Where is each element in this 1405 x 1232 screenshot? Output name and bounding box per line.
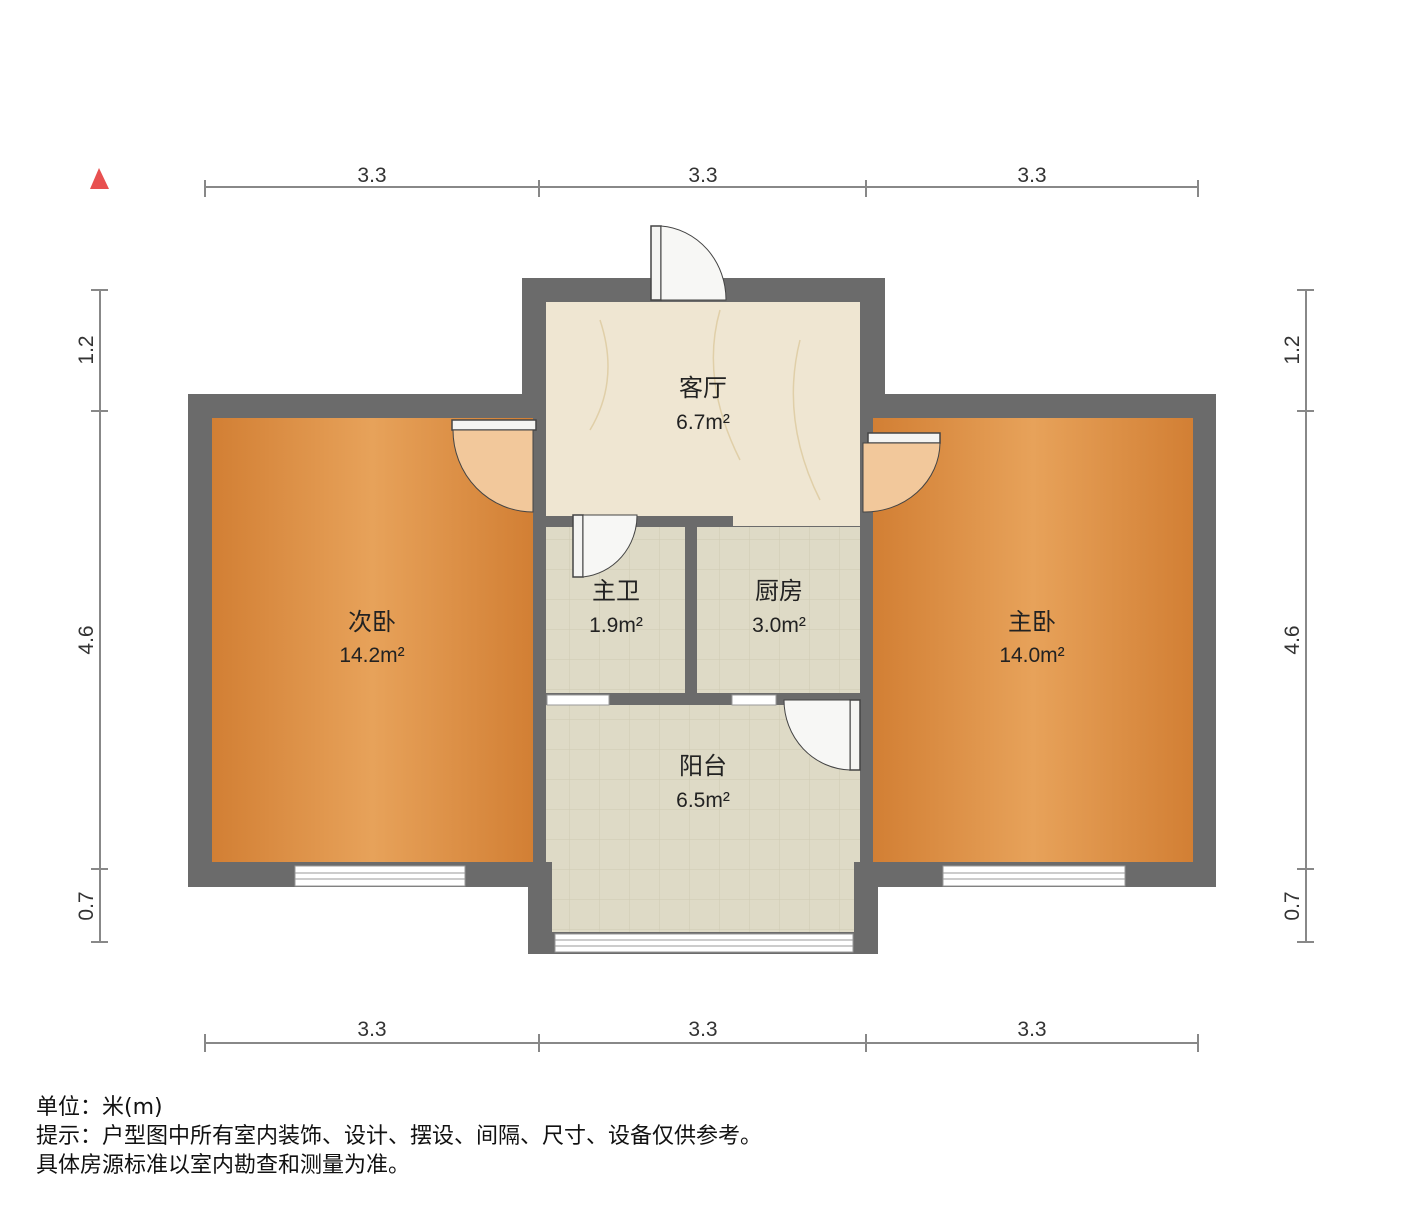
doors — [451, 225, 941, 771]
bathroom-name: 主卫 — [592, 577, 640, 605]
top-dimension-2: 3.3 — [688, 164, 717, 187]
kitchen-floor — [697, 527, 860, 693]
bottom-dimension-1: 3.3 — [357, 1018, 386, 1041]
notes: 单位：米(m) 提示：户型图中所有室内装饰、设计、摆设、间隔、尺寸、设备仅供参考… — [36, 1093, 762, 1180]
disclaimer-note: 具体房源标准以室内勘查和测量为准。 — [36, 1153, 411, 1178]
master-bedroom-floor — [873, 418, 1193, 862]
windows — [294, 694, 1126, 953]
left-dimension-3: 0.7 — [75, 891, 98, 920]
master-bedroom-name: 主卧 — [1008, 608, 1056, 636]
living-room-area: 6.7m² — [676, 411, 730, 434]
bottom-dimension-3: 3.3 — [1017, 1018, 1046, 1041]
right-dimension-1: 1.2 — [1281, 335, 1304, 364]
bathroom-area: 1.9m² — [589, 614, 643, 637]
top-dimension-3: 3.3 — [1017, 164, 1046, 187]
kitchen-area: 3.0m² — [752, 614, 806, 637]
second-bedroom-floor — [212, 418, 533, 862]
kitchen-name: 厨房 — [755, 577, 803, 605]
top-dimension-1: 3.3 — [357, 164, 386, 187]
dimension-lines — [91, 180, 1314, 1052]
living-room-name: 客厅 — [679, 374, 727, 402]
left-dimension-2: 4.6 — [75, 625, 98, 654]
hint-note: 提示：户型图中所有室内装饰、设计、摆设、间隔、尺寸、设备仅供参考。 — [36, 1124, 763, 1149]
bottom-dimension-2: 3.3 — [688, 1018, 717, 1041]
north-arrow-icon — [90, 168, 109, 189]
second-bedroom-area: 14.2m² — [339, 644, 404, 667]
living-room-floor — [546, 302, 860, 516]
balcony-name: 阳台 — [679, 752, 727, 780]
second-bedroom-name: 次卧 — [348, 608, 396, 636]
left-dimension-1: 1.2 — [75, 335, 98, 364]
right-dimension-2: 4.6 — [1281, 625, 1304, 654]
unit-note: 单位：米(m) — [36, 1095, 163, 1120]
balcony-extension-floor — [552, 862, 854, 932]
right-dimension-3: 0.7 — [1281, 891, 1304, 920]
master-bedroom-area: 14.0m² — [999, 644, 1064, 667]
balcony-area: 6.5m² — [676, 789, 730, 812]
